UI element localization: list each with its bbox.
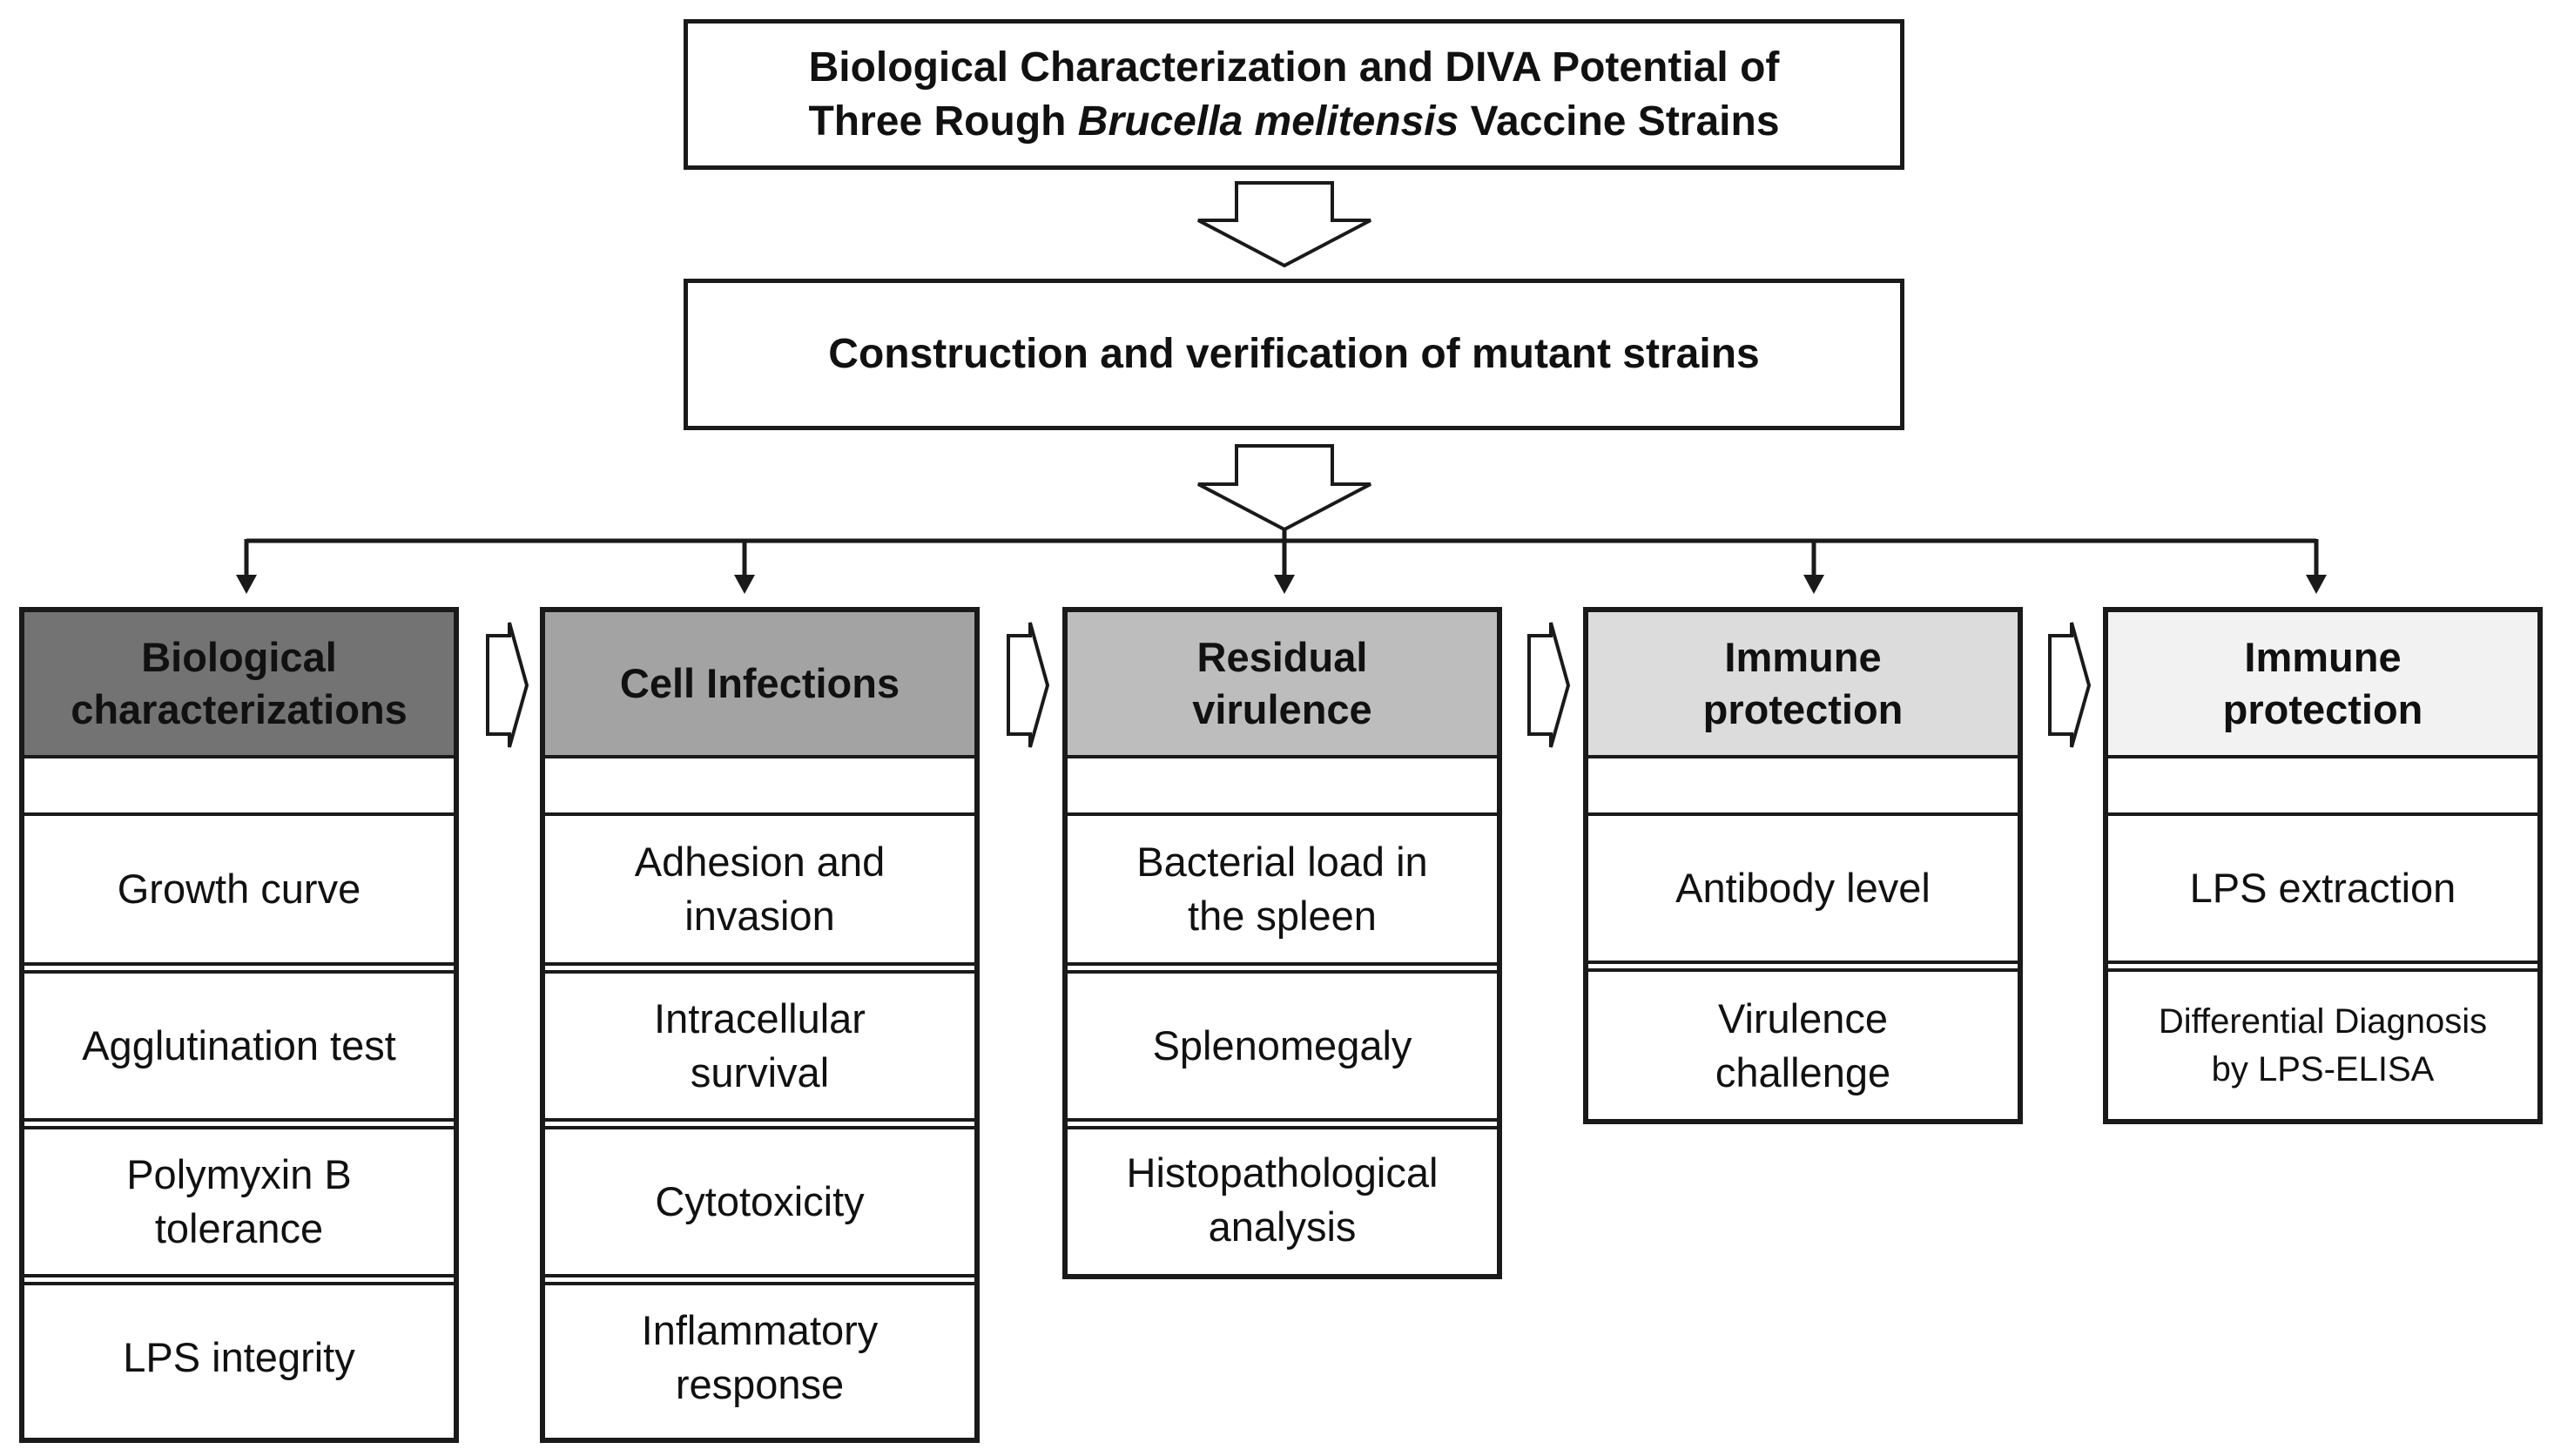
title-line-2: Three Rough Brucella melitensis Vaccine …	[808, 95, 1779, 149]
branch-arrowhead-2	[734, 575, 755, 594]
row-separator	[1068, 1118, 1497, 1129]
branch-arrowhead-1	[236, 575, 257, 594]
title-box: Biological Characterization and DIVA Pot…	[684, 19, 1904, 170]
branch-arrowhead-5	[2306, 575, 2327, 594]
right-block-arrow-2	[1007, 622, 1050, 748]
down-block-arrow-1	[1197, 181, 1371, 268]
right-block-arrow-4	[2048, 622, 2092, 748]
row-separator	[24, 1118, 454, 1129]
title-line-2-post: Vaccine Strains	[1459, 98, 1780, 145]
title-line-1: Biological Characterization and DIVA Pot…	[808, 44, 1780, 91]
branch-arrowhead-4	[1803, 575, 1824, 594]
row-separator	[545, 962, 974, 974]
row-separator	[545, 1118, 974, 1129]
column-header: Cell Infections	[545, 612, 974, 758]
list-item: Splenomegaly	[1152, 1022, 1412, 1068]
column-spacer	[24, 758, 454, 816]
list-item: Antibody level	[1675, 865, 1931, 911]
construction-label: Construction and verification of mutant …	[828, 331, 1760, 377]
down-block-arrow-2	[1197, 444, 1371, 532]
list-item: LPS extraction	[2189, 865, 2456, 911]
row-separator	[1068, 962, 1497, 974]
branch-arrowhead-3	[1274, 575, 1295, 594]
row-separator	[2108, 961, 2537, 972]
title-species: Brucella melitensis	[1077, 98, 1459, 145]
title-line-2-pre: Three Rough	[808, 98, 1078, 145]
column-spacer	[1068, 758, 1497, 816]
row-separator	[1588, 961, 2018, 972]
list-item: Agglutination test	[82, 1022, 396, 1068]
column-spacer	[1588, 758, 2018, 816]
list-item: Growth curve	[117, 866, 361, 912]
row-separator	[24, 962, 454, 974]
row-separator	[24, 1274, 454, 1285]
column-spacer	[545, 758, 974, 816]
column-spacer	[2108, 758, 2537, 816]
right-block-arrow-1	[486, 622, 529, 748]
construction-box: Construction and verification of mutant …	[684, 279, 1904, 430]
row-separator	[545, 1274, 974, 1285]
right-block-arrow-3	[1527, 622, 1571, 748]
list-item: Cytotoxicity	[655, 1178, 865, 1224]
list-item: LPS integrity	[123, 1334, 355, 1380]
